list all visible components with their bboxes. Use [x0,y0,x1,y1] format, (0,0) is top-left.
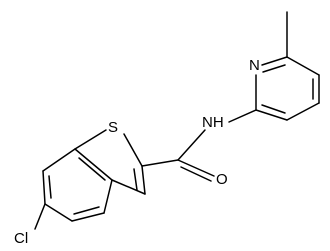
bond-c7a-c3a [74,148,113,181]
bond-c6-n-pyridine [261,56,288,66]
carboxamide-group [141,129,215,182]
carbonyl-oxygen-label: O [216,171,228,188]
bond-c7a-s [74,129,107,150]
bond-c5-c6-pyridine [286,56,320,76]
bond-c6-c7 [42,170,46,205]
bond-c7-c7a [42,148,76,172]
pyridine-nitrogen-label: N [249,57,260,74]
double-bond-c7a-c3a [78,157,106,181]
bond-c4-c5 [71,212,105,222]
benzene-ring [42,148,113,222]
thiophene-ring [74,129,146,195]
bond-c3a-c4 [103,179,113,214]
bond-c3-c4-pyridine [286,102,320,121]
double-bond-carbonyl-oxygen [180,166,212,182]
bond-c3-c3a [111,179,146,195]
pyridine-ring [228,11,320,123]
double-bond-c6-c7 [48,175,52,199]
bond-nh-c2-pyridine [228,109,257,123]
chlorine-label: Cl [14,230,28,247]
bond-carbonyl-nitrogen [177,129,206,161]
double-bond-c6-n-pyridine [262,64,286,73]
sulfur-label: S [108,119,118,136]
amide-nitrogen-label: NH [202,114,224,131]
bond-c6-cl [34,203,46,230]
double-bond-c4-c5 [73,206,100,215]
double-bond-c2-c3 [133,168,138,191]
bond-carbonyl-oxygen [177,159,215,177]
double-bond-c2-c3-pyridine [261,104,286,114]
bond-c2-carbonyl [141,159,179,167]
bond-c5-c6 [44,203,73,222]
bond-c2-c3 [141,165,146,195]
bond-s-c2 [123,133,143,167]
bond-c2-c3-pyridine [255,109,288,121]
